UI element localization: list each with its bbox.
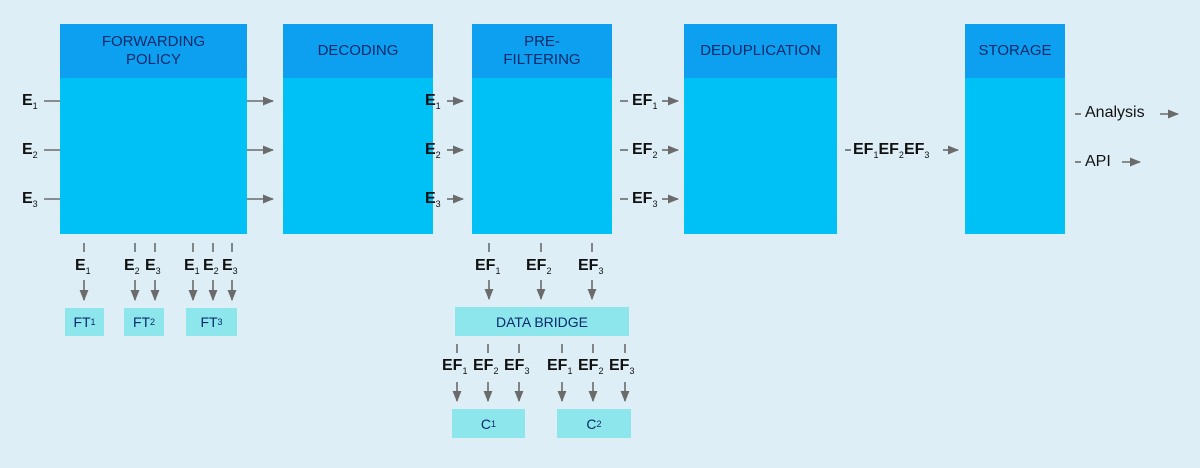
filtered-event-1: EF1 bbox=[632, 92, 658, 111]
decoded-event-3: E3 bbox=[425, 190, 441, 209]
stage-title-forwarding-policy: FORWARDING POLICY bbox=[60, 24, 247, 78]
output-api: API bbox=[1085, 153, 1111, 170]
decoded-event-2: E2 bbox=[425, 141, 441, 160]
ft2-event-2: E2 bbox=[124, 257, 140, 276]
stage-decoding: DECODING bbox=[283, 24, 433, 234]
stage-pre-filtering: PRE-FILTERING bbox=[472, 24, 612, 234]
dedup-events: EF1EF2EF3 bbox=[853, 141, 930, 160]
c2-ef2: EF2 bbox=[578, 357, 604, 376]
stage-deduplication: DEDUPLICATION bbox=[684, 24, 837, 234]
stage-title-pre-filtering: PRE-FILTERING bbox=[472, 24, 612, 78]
input-event-2: E2 bbox=[22, 141, 38, 160]
ft3-event-3: E3 bbox=[222, 257, 238, 276]
c1-ef1: EF1 bbox=[442, 357, 468, 376]
bridge-in-ef3: EF3 bbox=[578, 257, 604, 276]
stage-title-storage: STORAGE bbox=[965, 24, 1065, 78]
stage-storage: STORAGE bbox=[965, 24, 1065, 234]
input-event-1: E1 bbox=[22, 92, 38, 111]
input-event-3: E3 bbox=[22, 190, 38, 209]
bridge-in-ef1: EF1 bbox=[475, 257, 501, 276]
data-bridge: DATA BRIDGE bbox=[455, 307, 629, 336]
c2-ef1: EF1 bbox=[547, 357, 573, 376]
ft2-event-3: E3 bbox=[145, 257, 161, 276]
output-analysis: Analysis bbox=[1085, 104, 1145, 121]
ft3-event-2: E2 bbox=[203, 257, 219, 276]
stage-title-decoding: DECODING bbox=[283, 24, 433, 78]
stage-forwarding-policy: FORWARDING POLICY bbox=[60, 24, 247, 234]
ft1-event-1: E1 bbox=[75, 257, 91, 276]
bridge-in-ef2: EF2 bbox=[526, 257, 552, 276]
c1-ef2: EF2 bbox=[473, 357, 499, 376]
stage-title-deduplication: DEDUPLICATION bbox=[684, 24, 837, 78]
filtered-event-3: EF3 bbox=[632, 190, 658, 209]
filtered-event-2: EF2 bbox=[632, 141, 658, 160]
ft3-event-1: E1 bbox=[184, 257, 200, 276]
c1-ef3: EF3 bbox=[504, 357, 530, 376]
decoded-event-1: E1 bbox=[425, 92, 441, 111]
c2-ef3: EF3 bbox=[609, 357, 635, 376]
